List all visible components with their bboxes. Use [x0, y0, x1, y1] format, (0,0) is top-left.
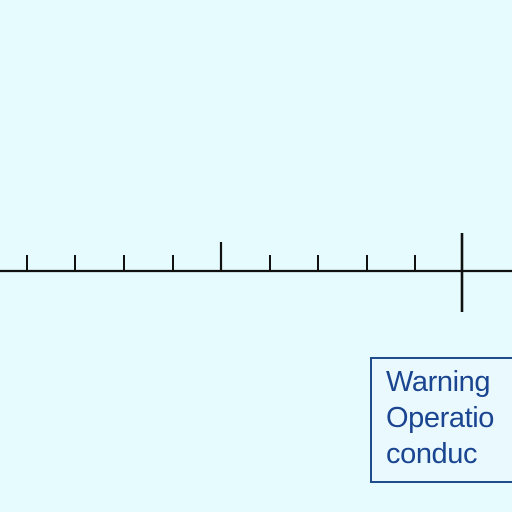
- warning-text-line: conduc: [386, 438, 478, 470]
- warning-text-line: Operatio: [386, 402, 495, 434]
- warning-title: Warning: [386, 366, 491, 398]
- warning-box: Warning Operatio conduc: [370, 357, 512, 483]
